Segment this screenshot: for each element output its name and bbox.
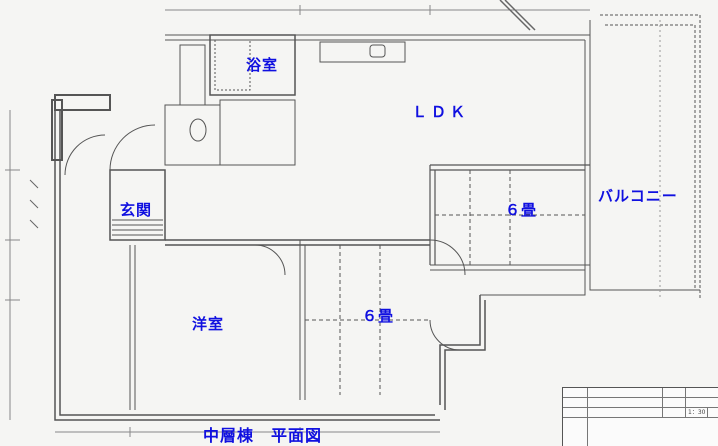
outer-wall <box>480 20 700 296</box>
partition <box>430 264 590 271</box>
outer-wall <box>165 20 591 41</box>
room-label-balcony: バルコニー <box>598 187 678 205</box>
partition <box>165 239 430 246</box>
balcony-outline <box>600 14 701 300</box>
outer-wall <box>54 105 440 421</box>
drawing-title: 中層棟 平面図 <box>203 426 323 445</box>
outer-wall <box>439 295 486 410</box>
partition <box>129 245 136 410</box>
title-block: 1：30 <box>562 387 718 446</box>
partition <box>429 164 590 265</box>
room-label-western-room: 洋室 <box>192 315 225 333</box>
partition <box>299 240 306 400</box>
room-label-ldk: ＬＤＫ <box>412 103 470 121</box>
room-label-tatami-lower: ６畳 <box>362 307 395 325</box>
room-label-bath: 浴室 <box>246 56 279 74</box>
room-label-entrance: 玄関 <box>120 201 153 219</box>
room-label-tatami-upper: ６畳 <box>505 201 538 219</box>
scale-value: 1：30 <box>686 408 709 417</box>
